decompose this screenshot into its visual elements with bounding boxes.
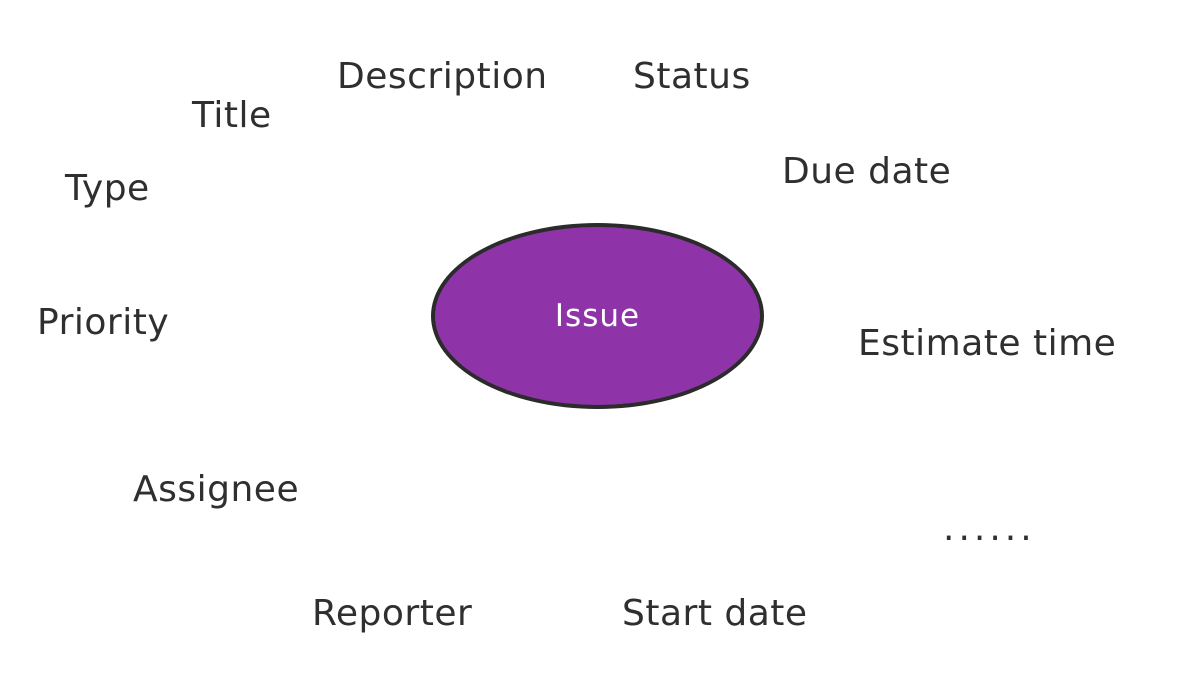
label-description: Description [337,56,548,97]
label-priority: Priority [37,302,170,343]
label-start-date: Start date [622,593,808,634]
label-estimate-time: Estimate time [858,323,1117,364]
label-due-date: Due date [782,151,952,192]
label-type: Type [65,168,150,209]
label-title: Title [192,95,272,136]
label-assignee: Assignee [133,469,300,510]
label-reporter: Reporter [312,593,473,634]
issue-node-ellipse: Issue [431,223,764,409]
issue-node-label: Issue [554,298,641,334]
label-status: Status [633,56,751,97]
label-ellipsis: ...... [943,508,1036,549]
